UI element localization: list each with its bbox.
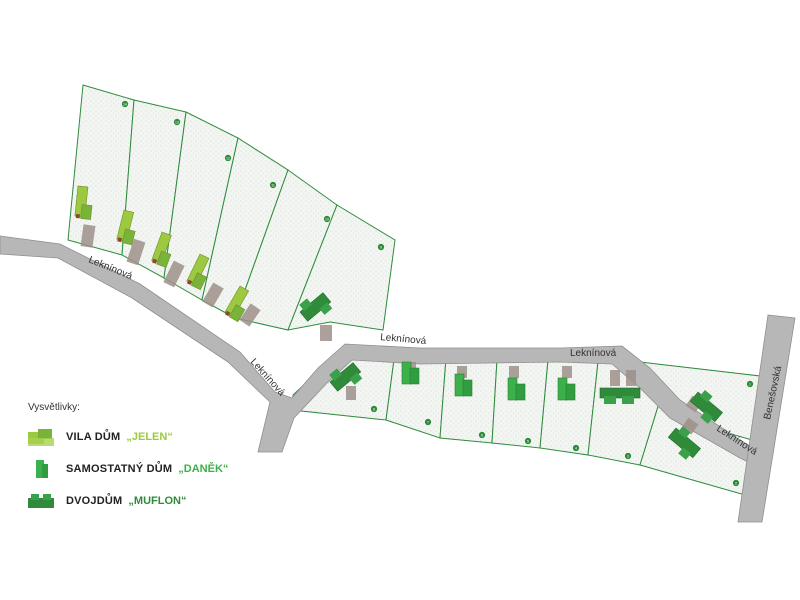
house-muflon-icon <box>689 389 723 424</box>
svg-text:10: 10 <box>325 217 329 221</box>
house-danek-icon <box>28 460 54 478</box>
legend-item-prefix: SAMOSTATNÝ DŮM <box>66 463 173 475</box>
lot-marker-5[interactable]: 5 <box>524 437 532 445</box>
lot-marker-1[interactable]: 2 <box>732 479 740 487</box>
legend-item-muflon: DVOJDŮM „MUFLON“ <box>28 492 186 510</box>
plot-6[interactable] <box>439 357 498 444</box>
svg-text:11: 11 <box>271 183 275 187</box>
lot-marker-8[interactable]: 8 <box>370 405 378 413</box>
house-jelen-icon <box>116 209 136 246</box>
house-jelen-icon <box>186 253 210 291</box>
legend-item-name: „MUFLON“ <box>128 495 187 507</box>
svg-text:1: 1 <box>749 382 751 386</box>
house-muflon-icon <box>329 362 363 392</box>
lot-marker-13[interactable]: 13 <box>173 118 181 126</box>
lot-marker-9[interactable]: 9 <box>377 243 385 251</box>
legend: Vysvětlivky: VILA DŮM „JELEN“ SAMOSTATNÝ… <box>28 402 288 522</box>
lot-marker-12[interactable]: 12 <box>224 154 232 162</box>
svg-text:2: 2 <box>735 481 737 485</box>
house-jelen-icon <box>151 231 172 268</box>
house-jelen-icon <box>74 185 93 220</box>
legend-item-name: „JELEN“ <box>126 431 173 443</box>
svg-text:8: 8 <box>373 407 375 411</box>
svg-text:14: 14 <box>123 102 127 106</box>
lot-marker-11[interactable]: 11 <box>269 181 277 189</box>
lot-marker-6[interactable]: 6 <box>478 431 486 439</box>
house-danek-icon <box>557 377 576 401</box>
svg-text:4: 4 <box>575 446 577 450</box>
street-label-leknínová: Leknínová <box>570 348 617 359</box>
house-danek-icon <box>507 377 526 401</box>
lot-marker-14[interactable]: 14 <box>121 100 129 108</box>
houses-jelen <box>74 185 250 323</box>
svg-text:9: 9 <box>380 245 382 249</box>
legend-item-prefix: VILA DŮM <box>66 431 121 443</box>
legend-item-danek: SAMOSTATNÝ DŮM „DANĚK“ <box>28 460 228 478</box>
svg-text:6: 6 <box>481 433 483 437</box>
house-danek-icon <box>454 373 473 397</box>
plot-5[interactable] <box>491 359 549 449</box>
plots-upper <box>67 84 396 331</box>
legend-item-jelen: VILA DŮM „JELEN“ <box>28 428 173 446</box>
lot-marker-3[interactable]: 3 <box>624 452 632 460</box>
roads <box>0 235 796 523</box>
houses-muflon <box>299 292 723 460</box>
lot-marker-4[interactable]: 4 <box>572 444 580 452</box>
svg-text:12: 12 <box>226 156 230 160</box>
legend-item-name: „DANĚK“ <box>178 463 229 475</box>
lot-markers: 14 13 12 11 10 9 8 7 6 5 4 3 1 2 <box>121 100 754 487</box>
house-jelen-icon <box>28 428 54 446</box>
lot-marker-10[interactable]: 10 <box>323 215 331 223</box>
svg-text:3: 3 <box>627 454 629 458</box>
house-muflon-icon <box>599 387 641 404</box>
lot-marker-2[interactable]: 1 <box>746 380 754 388</box>
house-muflon-icon <box>299 292 333 322</box>
houses-danek <box>401 361 576 401</box>
house-muflon-icon <box>28 492 54 510</box>
house-danek-icon <box>401 361 420 385</box>
road-benesovska <box>737 314 796 523</box>
road-leknínová <box>0 235 761 469</box>
svg-text:13: 13 <box>175 120 179 124</box>
legend-title: Vysvětlivky: <box>28 402 80 413</box>
house-muflon-icon <box>667 425 701 460</box>
house-jelen-icon <box>224 285 250 323</box>
svg-text:5: 5 <box>527 439 529 443</box>
legend-item-prefix: DVOJDŮM <box>66 495 123 507</box>
plot-9[interactable] <box>287 204 396 331</box>
lot-marker-7[interactable]: 7 <box>424 418 432 426</box>
street-label-leknínová: Leknínová <box>380 332 427 347</box>
svg-text:7: 7 <box>427 420 429 424</box>
